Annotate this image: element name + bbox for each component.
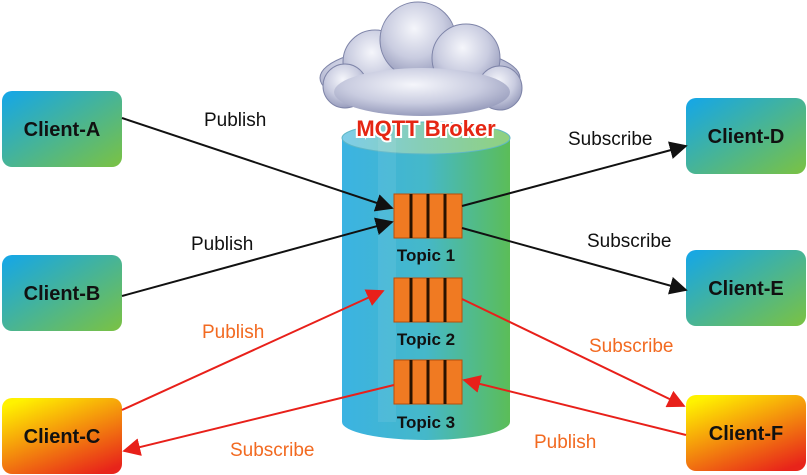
client-f-label: Client-F	[709, 423, 783, 445]
edge-label-d-subscribe: Subscribe	[568, 129, 653, 150]
client-e-node[interactable]: Client-E	[686, 250, 806, 326]
cloud-icon	[319, 1, 523, 116]
client-d-label: Client-D	[708, 126, 785, 148]
client-b-label: Client-B	[24, 283, 101, 305]
topic-1-label: Topic 1	[397, 246, 455, 265]
arrow-client-b-to-topic-1	[121, 217, 394, 297]
client-c-node[interactable]: Client-C	[2, 398, 122, 474]
edge-label-f-publish: Publish	[534, 432, 596, 453]
arrow-client-f-to-topic-3	[462, 375, 687, 436]
edge-label-c-publish: Publish	[202, 322, 264, 343]
arrow-client-c-to-topic-2	[121, 289, 385, 411]
client-a-label: Client-A	[24, 119, 101, 141]
edge-label-b-publish: Publish	[191, 234, 253, 255]
client-e-label: Client-E	[708, 278, 784, 300]
edge-label-a-publish: Publish	[204, 110, 266, 131]
topic-3-label: Topic 3	[397, 413, 455, 432]
topic-3-queue	[393, 359, 463, 405]
client-a-node[interactable]: Client-A	[2, 91, 122, 167]
client-f-node[interactable]: Client-F	[686, 395, 806, 471]
topic-2-label: Topic 2	[397, 330, 455, 349]
edge-label-c-subscribe: Subscribe	[230, 440, 315, 461]
arrow-topic-1-to-client-e	[461, 227, 688, 295]
arrow-client-a-to-topic-1	[121, 117, 394, 212]
client-c-label: Client-C	[24, 426, 101, 448]
edge-label-f-subscribe: Subscribe	[589, 336, 674, 357]
client-b-node[interactable]: Client-B	[2, 255, 122, 331]
client-d-node[interactable]: Client-D	[686, 98, 806, 174]
arrow-topic-3-to-client-c	[122, 384, 395, 456]
arrow-topic-2-to-client-f	[461, 298, 686, 408]
edge-label-e-subscribe: Subscribe	[587, 231, 672, 252]
broker-title: MQTT Broker	[356, 116, 496, 141]
topic-1-queue	[393, 193, 463, 239]
topic-2-queue	[393, 277, 463, 323]
arrow-topic-1-to-client-d	[461, 141, 688, 207]
